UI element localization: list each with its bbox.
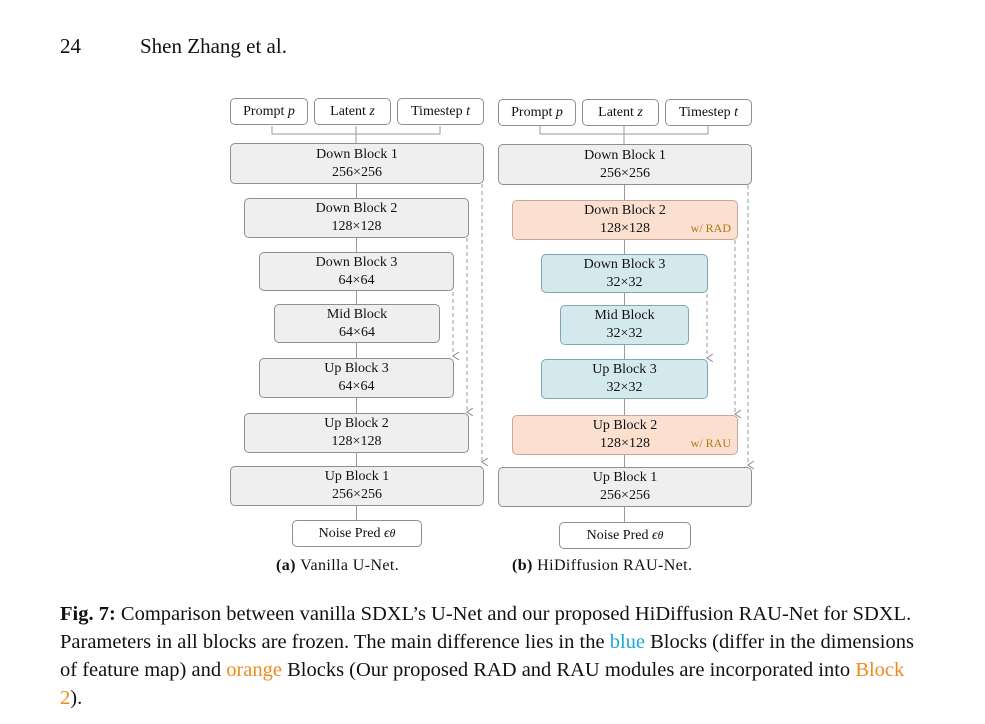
blue-highlight: blue xyxy=(609,631,645,653)
connector xyxy=(624,345,625,359)
rau-tag: w/ RAU xyxy=(690,436,731,450)
connector xyxy=(624,185,625,200)
connector xyxy=(356,506,357,520)
right-input-timestep: Timestep t xyxy=(665,99,752,126)
page-number: 24 xyxy=(60,34,81,58)
connector xyxy=(624,455,625,467)
connector xyxy=(356,453,357,466)
connector xyxy=(356,291,357,304)
connector xyxy=(356,238,357,252)
block2-highlight: Block 2 xyxy=(60,659,905,709)
input-merge-right xyxy=(539,126,709,144)
connector xyxy=(624,507,625,522)
right-input-prompt: Prompt p xyxy=(498,99,576,126)
page-header: 24 Shen Zhang et al. xyxy=(60,34,287,59)
connector xyxy=(356,398,357,413)
running-authors: Shen Zhang et al. xyxy=(140,34,287,58)
figure-caption: Fig. 7: Comparison between vanilla SDXL’… xyxy=(60,603,914,709)
left-input-latent: Latent z xyxy=(314,98,391,125)
connector xyxy=(356,184,357,199)
connector xyxy=(624,240,625,254)
figure-label: Fig. 7: xyxy=(60,603,116,625)
right-input-latent: Latent z xyxy=(582,99,659,126)
connector xyxy=(356,343,357,358)
connector xyxy=(624,293,625,305)
orange-highlight: orange xyxy=(226,659,282,681)
input-merge-left xyxy=(271,126,441,143)
left-input-prompt: Prompt p xyxy=(230,98,308,125)
rad-tag: w/ RAD xyxy=(690,221,731,235)
connector xyxy=(624,399,625,415)
left-input-timestep: Timestep t xyxy=(397,98,484,125)
subcaption-b: (b) HiDiffusion RAU-Net. xyxy=(512,557,693,574)
subcaption-a: (a) Vanilla U-Net. xyxy=(276,557,400,574)
